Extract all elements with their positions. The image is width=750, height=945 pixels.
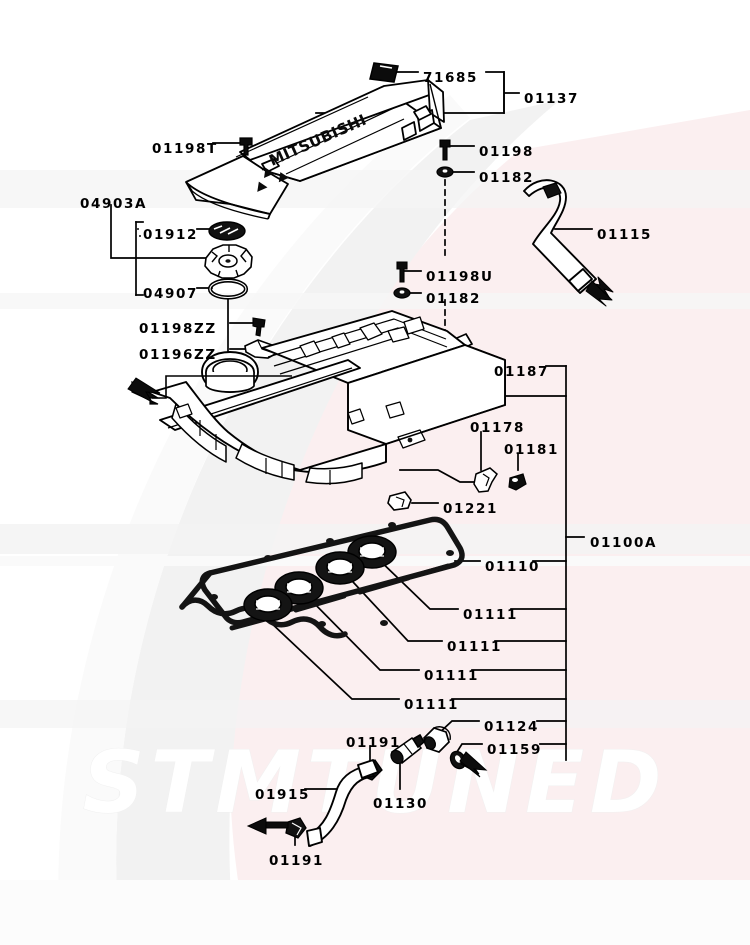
part-number-label: 01111 [447,639,502,655]
part-01178-clip [473,467,498,493]
part-01198T-stud [239,137,253,156]
part-01124-elbow [423,726,451,753]
part-01198U-bolt [396,261,408,283]
part-number-label: 01198U [426,269,494,285]
part-number-label: 01110 [485,559,540,575]
part-number-label: 01198ZZ [139,321,217,337]
spark-plug-seal [315,551,365,585]
part-number-label: 01198 [479,144,534,160]
part-number-label: 01137 [524,91,579,107]
part-number-label: 01187 [494,364,549,380]
part-01111-spark-plug-seals [243,535,397,622]
part-01198ZZ-bolt [252,317,266,337]
part-number-label: 01182 [479,170,534,186]
part-01115-breather-hose [523,179,614,307]
part-number-label: 01124 [484,719,539,735]
part-01159-grommet [449,750,488,778]
part-number-label: 01178 [470,420,525,436]
part-01181-grommet [508,473,527,491]
part-04907-oring [207,278,249,300]
part-01191-clamp-lower [285,817,307,839]
part-number-label: 01196ZZ [139,347,217,363]
part-number-label: 01191 [269,853,324,869]
part-oil-filler-cap [204,244,253,279]
part-number-label: 01159 [487,742,542,758]
spark-plug-seal [243,588,293,622]
svg-text:STMTUNED: STMTUNED [83,733,668,833]
part-01130-pcv-valve [390,733,426,765]
part-number-label: 01191 [346,735,401,751]
part-01100A-rocker-cover [151,310,506,485]
part-number-label: 01181 [504,442,559,458]
part-number-label: 01182 [426,291,481,307]
direction-arrow-hose [246,817,289,835]
mitsubishi-logo-icon [257,167,289,192]
part-71685-badge [369,62,399,83]
part-01221-seal-plug [387,491,412,511]
part-number-label: 01915 [255,787,310,803]
part-number-label: 01130 [373,796,428,812]
part-number-label: 01111 [463,607,518,623]
part-01912-clip [208,221,246,241]
part-number-label: 04907 [143,286,198,302]
part-number-label: 01111 [404,697,459,713]
part-01198-bolt [439,139,451,161]
part-number-label: 01198T [152,141,218,157]
part-number-label: 01912 [143,227,198,243]
part-number-label: 01221 [443,501,498,517]
part-number-label: 01111 [424,668,479,684]
part-01182-washer-upper [436,166,454,178]
part-01182-washer-lower [393,287,411,299]
part-number-label: 04903A [80,196,148,212]
part-01137-ornament-cover [185,79,445,220]
part-number-label: 01115 [597,227,652,243]
part-01915-ventilation-hose [306,759,379,847]
part-number-label: 01100A [590,535,658,551]
direction-arrow-front [127,375,292,405]
part-number-label: 71685 [423,70,478,86]
